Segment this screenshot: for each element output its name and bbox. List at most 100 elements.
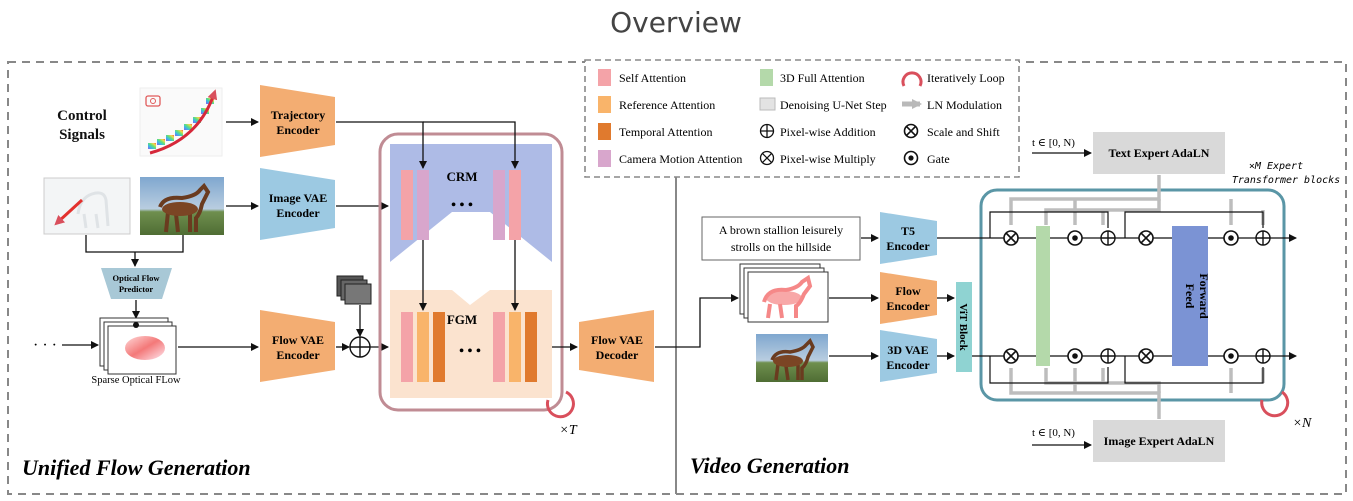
control-signals-line1: Control [57,108,107,124]
input-ellipsis: · · · [33,337,57,354]
scale-shift-icon [1138,348,1154,364]
bottom-modulation-lines [1009,368,1265,419]
vit-block-label: ViT Block [957,303,969,351]
add-icon [1100,348,1116,364]
image-vae-encoder-line1: Image VAE [269,191,328,205]
loop-t-label: ×T [559,423,577,438]
legend-swatch-denoising-step [759,97,776,111]
legend: Self Attention Reference Attention Tempo… [584,59,1020,178]
trajectory-encoder-line1: Trajectory [271,108,325,122]
prompt-box [701,216,861,261]
fgm-bar-ref-1 [417,312,429,382]
crm-bar-self-2 [509,170,521,240]
connector-images-to-predictor [85,235,184,266]
gate-icon [1067,230,1083,246]
scale-shift-icon [1003,230,1019,246]
feed-forward-line1: Feed [1183,284,1197,309]
legend-reference-attention: Reference Attention [619,98,715,112]
vae3d-encoder-line1: 3D VAE [887,343,928,357]
vit-block [956,282,972,372]
image-adaln-label: Image Expert AdaLN [1104,434,1215,448]
transformer-block-frame [979,188,1286,402]
legend-swatch-3d-full-attention [760,69,773,86]
loop-n-icon [1260,390,1290,418]
flow-encoder [880,272,937,324]
image-adaln-box [1093,420,1225,462]
image-vae-encoder [260,168,335,240]
legend-swatch-temporal-attention [598,123,611,140]
loop-t-icon [545,390,575,419]
fgm-bar-self-1 [401,312,413,382]
legend-multiply-icon [759,150,775,166]
crm-label: CRM [446,169,477,184]
fgm-bar-temporal-1 [433,312,445,382]
noise-stack-icon [336,275,372,305]
sparse-flow-stack [99,317,177,375]
add-icon [1255,348,1271,364]
fgm-dots: • • • [459,344,481,359]
add-icon [1100,230,1116,246]
flow-vae-encoder-line1: Flow VAE [272,333,324,347]
fgm-label: FGM [447,312,477,327]
expert-note-line2: Transformer blocks [1232,175,1340,186]
flow-vae-decoder-line2: Decoder [596,348,639,362]
legend-frame [584,59,1020,178]
text-adaln-label: Text Expert AdaLN [1109,146,1210,160]
legend-pixel-add: Pixel-wise Addition [780,125,876,139]
legend-swatch-camera-attention [598,150,611,167]
trajectory-image [139,87,223,157]
optical-flow-predictor-line2: Predictor [119,284,154,294]
optical-flow-predictor [101,268,172,299]
arrow-traj-to-crm-2 [423,121,519,169]
t5-encoder [880,212,937,264]
legend-loop-icon [901,71,923,87]
legend-scale-shift-icon [903,123,919,139]
feed-forward-block [1172,226,1208,366]
flow-vae-encoder [260,310,335,382]
legend-3d-full-attention: 3D Full Attention [780,71,865,85]
crm-bar-self-1 [401,170,413,240]
flow-vae-decoder-line1: Flow VAE [591,333,643,347]
bottom-residual-1 [989,356,1109,384]
right-section-frame [675,61,1347,495]
connector-decoder-to-flow [655,294,739,348]
flow-encoder-line2: Encoder [886,299,930,313]
crm-bar-camera-1 [417,170,429,240]
flow-vae-encoder-line2: Encoder [276,348,320,362]
legend-self-attention: Self Attention [619,71,686,85]
add-icon [349,336,371,358]
trajectory-encoder-line2: Encoder [276,123,320,137]
gate-icon [1223,230,1239,246]
horse-image [140,177,224,235]
legend-add-icon [759,123,775,139]
fgm-bar-temporal-2 [525,312,537,382]
crm-bar-camera-2 [493,170,505,240]
feed-forward-line2: Forward [1197,273,1211,319]
top-residual-2 [1124,211,1264,238]
legend-swatch-reference-attention [598,96,611,113]
legend-iterative-loop: Iteratively Loop [927,71,1005,85]
gate-icon [1067,348,1083,364]
t5-encoder-line2: Encoder [886,239,930,253]
legend-ln-modulation: LN Modulation [927,98,1002,112]
flow-encoder-line1: Flow [895,284,921,298]
optical-flow-predictor-line1: Optical Flow [113,273,161,283]
legend-scale-shift: Scale and Shift [927,125,1000,139]
legend-gate-icon [903,150,919,166]
prompt-line1: A brown stallion leisurely [719,223,843,237]
legend-temporal-attention: Temporal Attention [619,125,712,139]
left-section-title: Unified Flow Generation [22,455,251,480]
top-modulation-lines [1009,175,1265,225]
bottom-residual-2 [1124,356,1264,384]
crm-dots: • • • [451,198,473,213]
legend-pixel-multiply: Pixel-wise Multiply [780,152,876,166]
expert-note-line1: ×M Expert [1249,161,1303,172]
denoising-unet-frame [378,132,564,412]
control-signals-line2: Signals [59,127,105,143]
reference-horse-image [756,334,828,382]
scale-shift-icon [1003,348,1019,364]
page-title: Overview [610,6,742,39]
legend-gate: Gate [927,152,950,166]
image-vae-encoder-line2: Encoder [276,206,320,220]
